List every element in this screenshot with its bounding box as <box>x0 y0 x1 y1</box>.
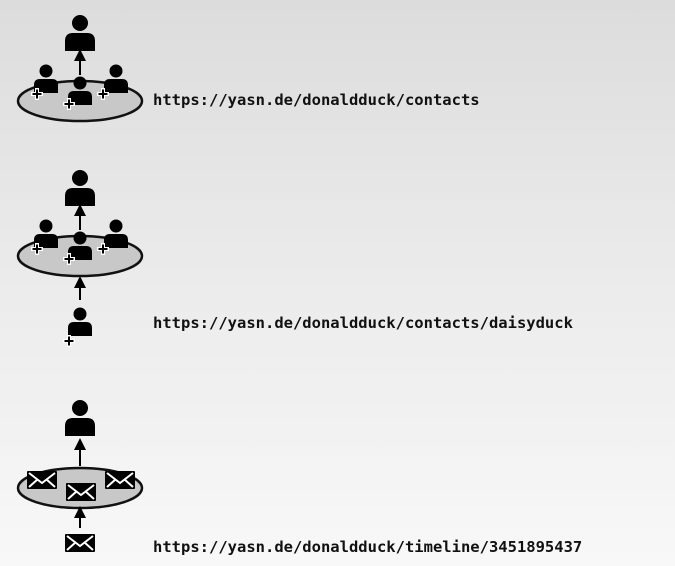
owner-person-icon <box>65 400 95 436</box>
timeline-item-url-label: https://yasn.de/donaldduck/timeline/3451… <box>153 538 583 556</box>
contacts-collection-icon <box>16 15 144 123</box>
timeline-message-icon <box>16 400 144 553</box>
owner-person-icon <box>65 15 95 51</box>
contacts-url-label: https://yasn.de/donaldduck/contacts <box>153 91 480 109</box>
envelope-icon <box>104 470 136 490</box>
owner-person-icon <box>65 170 95 206</box>
new-contact-person-icon <box>63 307 92 347</box>
envelope-icon <box>65 482 97 502</box>
add-contact-to-collection-icon <box>16 170 144 347</box>
contact-item-url-label: https://yasn.de/donaldduck/contacts/dais… <box>153 314 573 332</box>
envelope-icon <box>26 470 58 490</box>
new-envelope-icon <box>64 533 96 553</box>
